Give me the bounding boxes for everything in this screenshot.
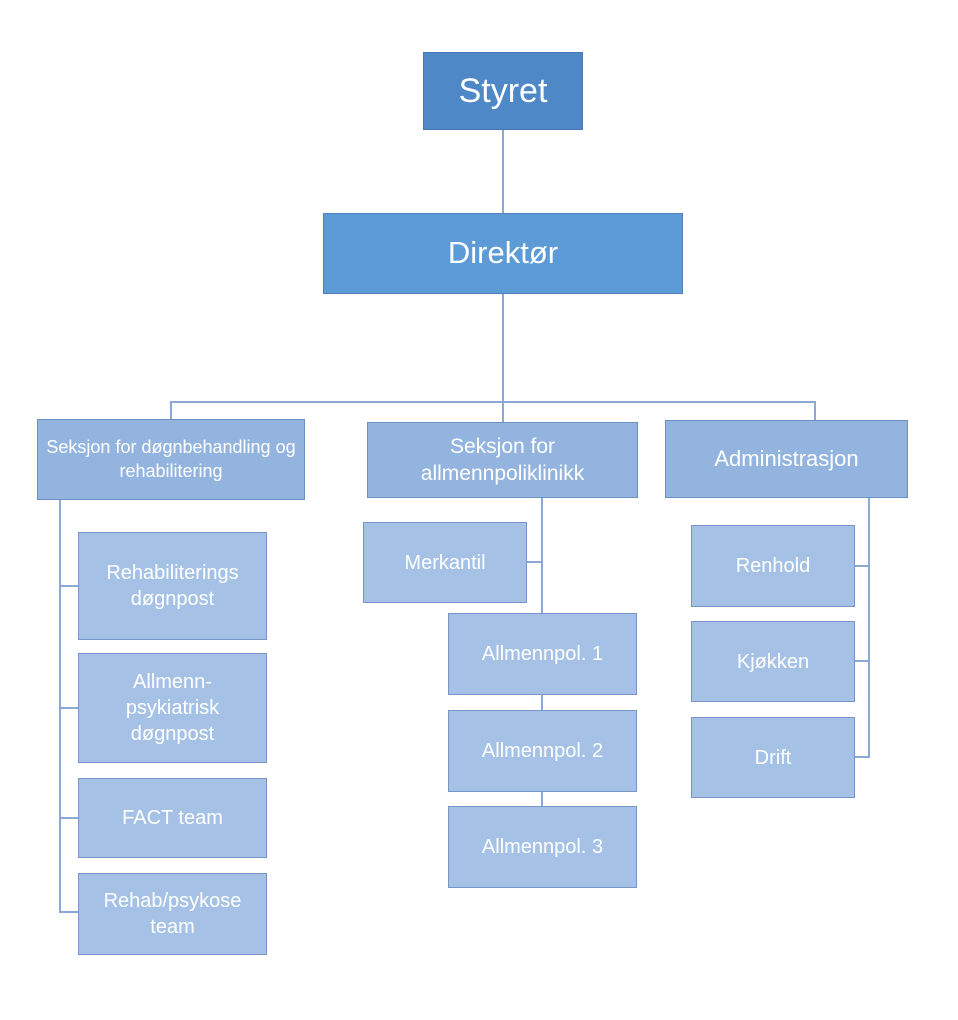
- connector-drop-section-1: [170, 401, 172, 419]
- connector-allmennpol-1-2: [541, 695, 543, 710]
- connector-stub-allmennpsykiatrisk: [59, 707, 78, 709]
- connector-drop-section-2: [502, 401, 504, 422]
- connector-director-bar: [502, 294, 504, 401]
- node-seksjon-allmennpoliklinikk: Seksjon for allmennpoliklinikk: [367, 422, 638, 498]
- connector-drop-section-3: [814, 401, 816, 420]
- node-allmennpsykiatrisk-dognpost: Allmenn-psykiatrisk døgnpost: [78, 653, 267, 763]
- node-kjokken: Kjøkken: [691, 621, 855, 702]
- connector-spine-section-2: [541, 498, 543, 613]
- connector-stub-rehabpsykose: [59, 911, 78, 913]
- connector-stub-merkantil: [527, 561, 543, 563]
- node-allmennpol-3: Allmennpol. 3: [448, 806, 637, 888]
- node-renhold: Renhold: [691, 525, 855, 607]
- connector-stub-fact: [59, 817, 78, 819]
- node-rehab-psykose-team: Rehab/psykose team: [78, 873, 267, 955]
- connector-stub-kjokken: [855, 660, 870, 662]
- node-allmennpol-2: Allmennpol. 2: [448, 710, 637, 792]
- connector-allmennpol-2-3: [541, 792, 543, 806]
- node-allmennpol-1: Allmennpol. 1: [448, 613, 637, 695]
- connector-spine-section-3: [868, 498, 870, 758]
- node-merkantil: Merkantil: [363, 522, 527, 603]
- node-administrasjon: Administrasjon: [665, 420, 908, 498]
- node-seksjon-dognbehandling: Seksjon for døgnbehandling og rehabilite…: [37, 419, 305, 500]
- connector-spine-section-1: [59, 500, 61, 913]
- connector-stub-drift: [855, 756, 870, 758]
- node-fact-team: FACT team: [78, 778, 267, 858]
- connector-stub-rehabiliterings: [59, 585, 78, 587]
- connector-root-director: [502, 130, 504, 213]
- connector-branch-bar: [170, 401, 816, 403]
- node-rehabiliterings-dognpost: Rehabiliterings døgnpost: [78, 532, 267, 640]
- connector-stub-renhold: [855, 565, 870, 567]
- node-styret: Styret: [423, 52, 583, 130]
- node-direktor: Direktør: [323, 213, 683, 294]
- node-drift: Drift: [691, 717, 855, 798]
